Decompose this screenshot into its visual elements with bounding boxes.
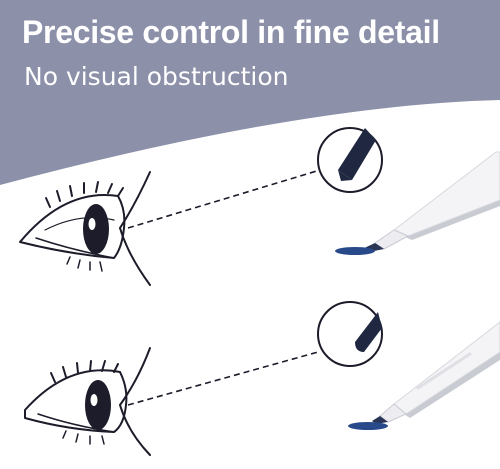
eye-icon	[19, 171, 151, 286]
magnifier-icon	[317, 301, 383, 367]
stylus-icon	[372, 321, 500, 424]
banner-subtitle: No visual obstruction	[24, 62, 289, 91]
sight-line	[127, 351, 319, 406]
magnifier-icon	[317, 127, 383, 193]
sight-line	[127, 169, 321, 229]
top-panel	[19, 127, 500, 286]
contact-dot	[335, 247, 375, 255]
bottom-panel	[24, 301, 500, 456]
banner-title: Precise control in fine detail	[22, 14, 440, 50]
contact-dot	[348, 422, 388, 430]
eye-icon	[24, 347, 151, 456]
stylus-icon	[360, 151, 500, 253]
